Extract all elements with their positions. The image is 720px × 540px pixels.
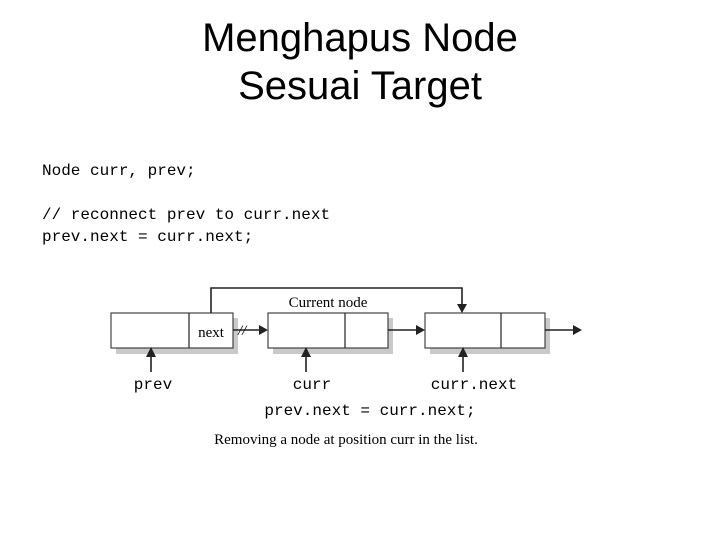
current-node-label: Current node — [289, 295, 368, 311]
title-line-1: Menghapus Node — [202, 16, 518, 60]
node-prev-box — [110, 312, 234, 349]
current-node-label-bg — [280, 292, 380, 310]
node-prev: next — [110, 312, 234, 349]
diagram-statement: prev.next = curr.next; — [264, 402, 475, 420]
bypass-link-arrowhead — [457, 304, 467, 313]
prev-label: prev — [134, 376, 173, 394]
node-curr-box — [267, 312, 389, 349]
code-line-declaration: Node curr, prev; — [42, 162, 196, 180]
title-line-2: Sesuai Target — [238, 64, 482, 108]
code-line-comment: // reconnect prev to curr.next — [42, 206, 331, 224]
node-curr — [267, 312, 389, 349]
code-line-assignment: prev.next = curr.next; — [42, 228, 254, 246]
prev-pointer-arrowhead — [146, 347, 156, 357]
slide-title: Menghapus Node Sesuai Target — [0, 14, 720, 110]
node-next — [424, 312, 546, 349]
break-mark: // — [237, 323, 248, 339]
curr-label: curr — [293, 376, 331, 394]
next-outgoing-arrowhead — [573, 325, 582, 335]
curr-to-next-arrowhead — [416, 325, 425, 335]
curr-next-pointer-arrowhead — [458, 347, 468, 357]
next-field-label: next — [198, 325, 225, 341]
bypass-link-line — [210, 287, 463, 313]
curr-next-label: curr.next — [431, 376, 517, 394]
broken-link-arrowhead — [259, 325, 268, 335]
node-next-box — [424, 312, 546, 349]
curr-pointer-arrowhead — [301, 347, 311, 357]
diagram-caption: Removing a node at position curr in the … — [214, 432, 478, 448]
